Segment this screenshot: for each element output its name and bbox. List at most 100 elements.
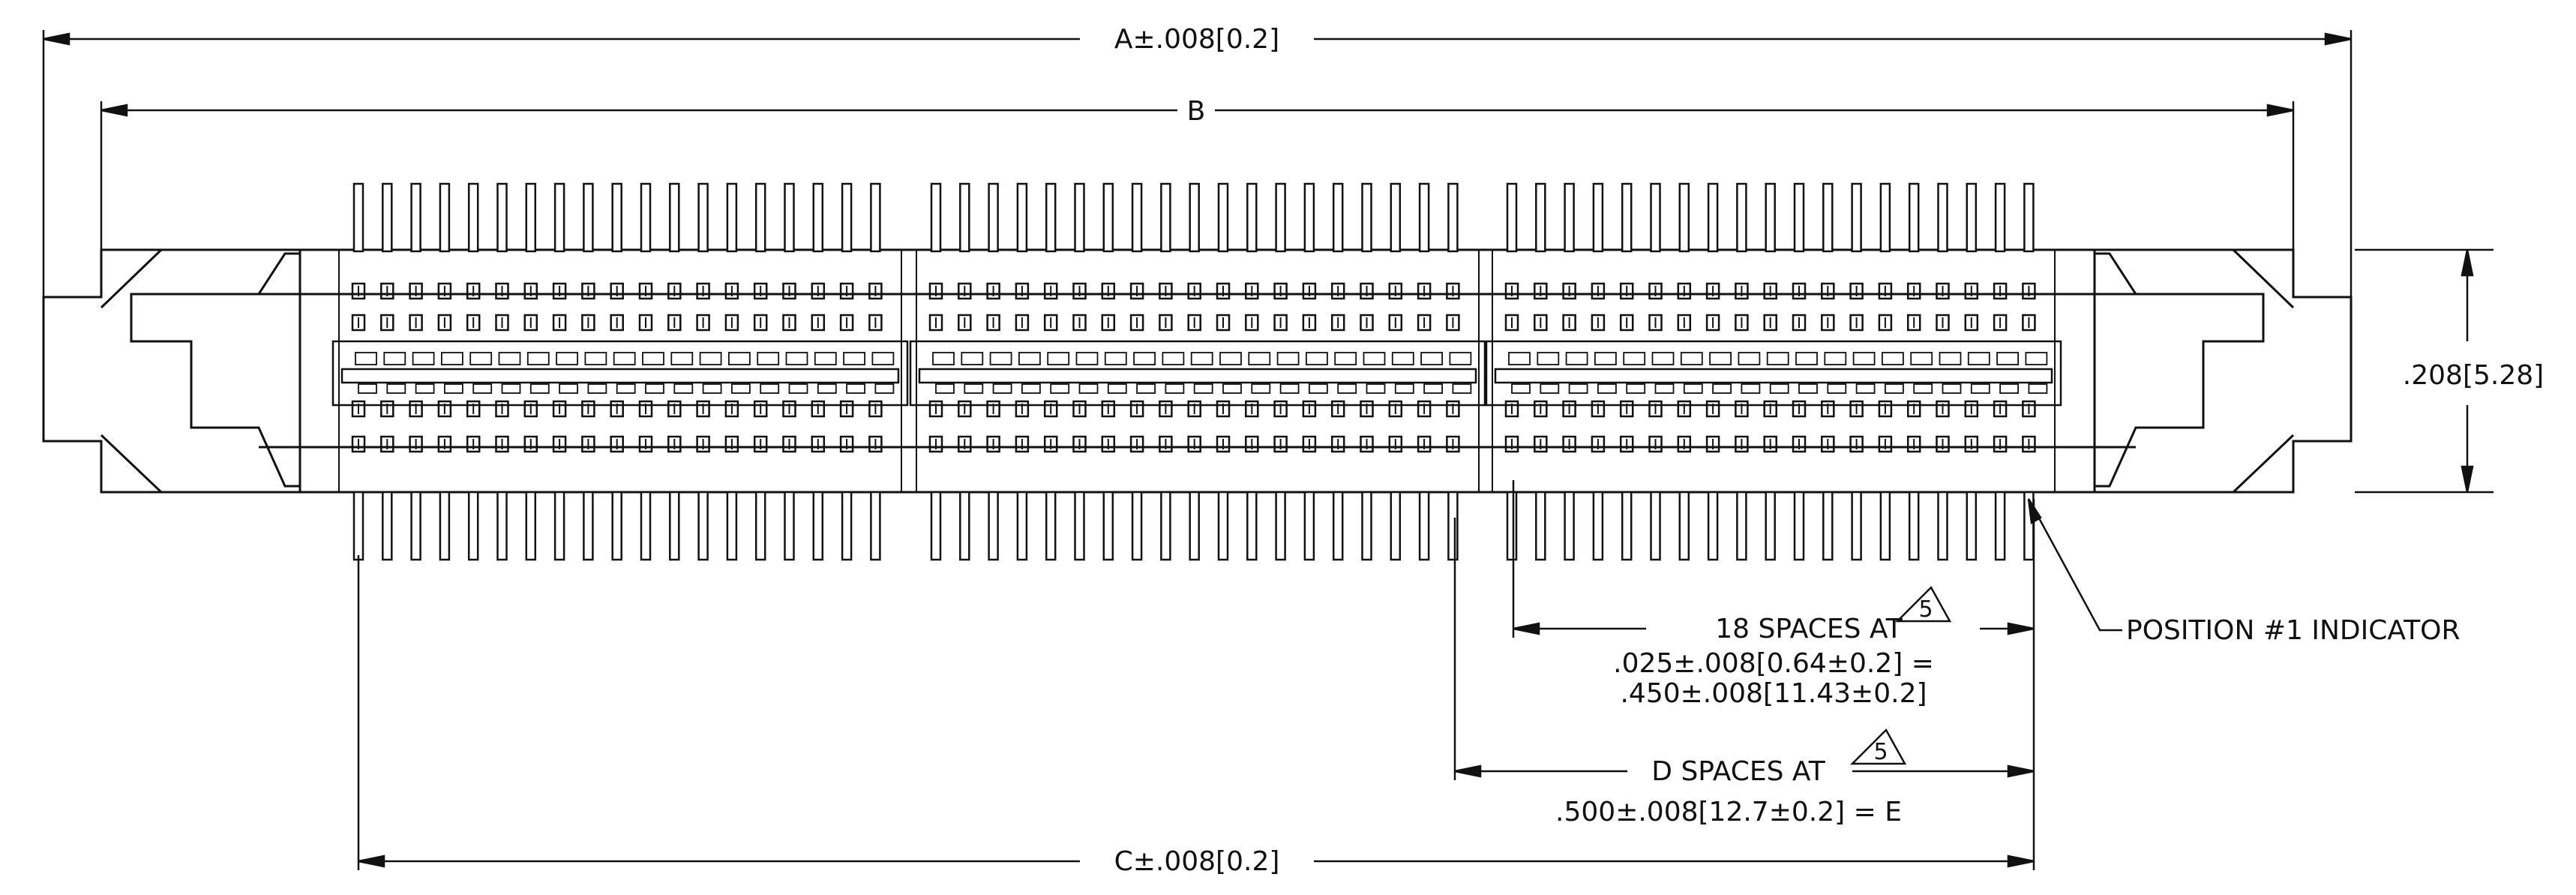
- pin-lead-bottom: [870, 491, 881, 561]
- latch-slot: [1276, 352, 1300, 365]
- pin-contact: [495, 314, 509, 332]
- pin-lead-bottom: [1937, 491, 1948, 561]
- pin-lead-top: [1045, 182, 1057, 253]
- pin-lead-top: [930, 182, 942, 253]
- latch-tab: [935, 383, 955, 394]
- connector-outline: [42, 248, 2353, 494]
- latch-tab: [1107, 383, 1127, 394]
- pin-lead-bottom: [841, 491, 853, 561]
- right-end-inner: [2095, 252, 2265, 488]
- pin-contact: [782, 435, 796, 453]
- pin-contact: [782, 314, 796, 332]
- latch-slot: [2025, 352, 2048, 365]
- pin-lead-top: [1217, 182, 1229, 253]
- pin-lead-top: [1736, 182, 1747, 253]
- pin-contact: [1015, 435, 1030, 453]
- pin-contact: [928, 435, 943, 453]
- pin-contact: [928, 282, 943, 300]
- pin-lead-top: [669, 182, 680, 253]
- pin-contact: [638, 282, 653, 300]
- pin-lead-bottom: [959, 491, 970, 561]
- pin-lead-top: [1592, 182, 1604, 253]
- latch-tab: [1999, 383, 2020, 394]
- pin-contact: [1821, 435, 1835, 453]
- pin-contact: [958, 282, 972, 300]
- pin-lead-bottom: [352, 491, 364, 561]
- pin-lead-bottom: [1879, 491, 1891, 561]
- pin-contact: [1534, 435, 1548, 453]
- latch-slot: [1738, 352, 1761, 365]
- pin-lead-top: [496, 182, 508, 253]
- dim-a-arrow-left: [43, 32, 70, 46]
- latch-tab: [1798, 383, 1818, 394]
- pin-contact: [1821, 314, 1835, 332]
- pitch-label-line2: .025±.008[0.64±0.2] =: [1613, 648, 1934, 679]
- pin-contact: [409, 282, 423, 300]
- latch-slot: [757, 352, 780, 365]
- pin-contact: [928, 314, 943, 332]
- latch-tab: [587, 383, 607, 394]
- pin-contact: [1591, 314, 1606, 332]
- pin-contact: [1619, 435, 1634, 453]
- pin-contact: [1072, 314, 1087, 332]
- pin-contact: [1993, 282, 2008, 300]
- pin-lead-bottom: [697, 491, 709, 561]
- left-end-chamfer-top: [100, 248, 163, 309]
- pin-contact: [1216, 400, 1231, 418]
- pin-lead-top: [1160, 182, 1171, 253]
- pin-lead-top: [1851, 182, 1862, 253]
- latch-slot: [1651, 352, 1675, 365]
- pin-contact: [1072, 400, 1087, 418]
- pin-lead-bottom: [382, 491, 393, 561]
- pin-contact: [1792, 282, 1807, 300]
- latch-tab: [846, 383, 865, 394]
- latch-tab: [501, 383, 521, 394]
- latch-tab: [1366, 383, 1386, 394]
- latch-tab: [702, 383, 722, 394]
- pin-contact: [1504, 282, 1519, 300]
- pin-contact: [986, 435, 1000, 453]
- latch-tab: [444, 383, 463, 394]
- latch-tab: [1855, 383, 1876, 394]
- latch-slot: [584, 352, 607, 365]
- latch-slot: [932, 352, 955, 365]
- pin-contact: [1330, 282, 1345, 300]
- latch-slot: [989, 352, 1012, 365]
- pin-contact: [2022, 435, 2036, 453]
- pin-contact: [1648, 400, 1663, 418]
- pin-lead-bottom: [1736, 491, 1747, 561]
- pin-lead-top: [1937, 182, 1948, 253]
- pin-contact: [495, 282, 509, 300]
- latch-tab: [1769, 383, 1789, 394]
- pin-contact: [2022, 314, 2036, 332]
- pin-lead-bottom: [1217, 491, 1229, 561]
- pin-lead-bottom: [1535, 491, 1546, 561]
- pin-contact: [811, 400, 826, 418]
- pin-contact: [696, 435, 710, 453]
- pin-contact: [437, 314, 452, 332]
- pin-contact: [1936, 400, 1950, 418]
- pin-contact: [380, 400, 394, 418]
- pin-lead-bottom: [1361, 491, 1372, 561]
- pin-contact: [351, 435, 366, 453]
- pin-banks: [331, 182, 2062, 561]
- pin-lead-top: [1793, 182, 1805, 253]
- bank-frame: [338, 249, 902, 493]
- pin-lead-bottom: [1074, 491, 1085, 561]
- dim-a-label: A±.008[0.2]: [1114, 24, 1279, 55]
- pin-contact: [409, 314, 423, 332]
- pin-lead-bottom: [1765, 491, 1776, 561]
- pin-contact: [1878, 314, 1893, 332]
- latch-tab: [1913, 383, 1933, 394]
- latch-slot: [843, 352, 865, 365]
- latch-slot: [1967, 352, 1990, 365]
- pin-lead-top: [1707, 182, 1719, 253]
- pin-contact: [724, 435, 739, 453]
- latch-slot: [1766, 352, 1789, 365]
- pin-contact: [380, 314, 394, 332]
- pin-contact: [839, 435, 854, 453]
- pin-contact: [1705, 282, 1720, 300]
- dim-b-arrow-right: [2266, 104, 2294, 117]
- pin-contact: [1101, 314, 1116, 332]
- pin-contact: [581, 400, 595, 418]
